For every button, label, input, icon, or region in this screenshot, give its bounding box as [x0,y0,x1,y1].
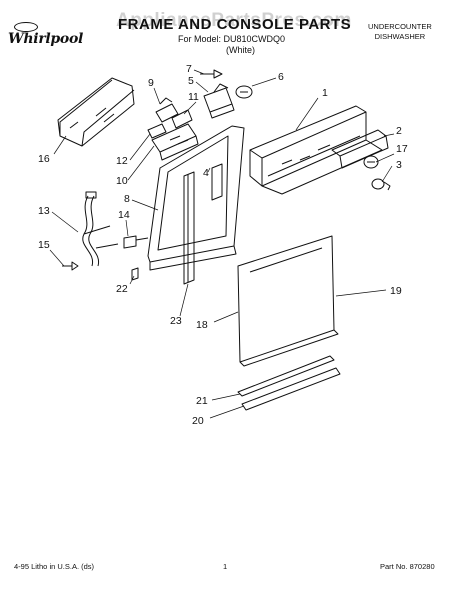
part-16-top-bracket [57,77,135,147]
part-6-knob [235,85,253,99]
leader-lines [49,69,395,419]
product-type-line2: DISHWASHER [374,32,426,41]
callout-1: 1 [322,87,328,99]
part-11-switch [171,109,193,129]
product-type-line1: UNDERCOUNTER [368,22,432,31]
callout-15: 15 [38,239,50,251]
product-type: UNDERCOUNTER DISHWASHER [368,22,432,42]
callout-8: 8 [124,193,130,205]
callout-11: 11 [188,91,199,103]
callout-10: 10 [116,175,128,187]
part-8-door-frame [147,125,245,271]
part-22-clip [131,267,139,281]
part-4-label [211,163,223,201]
callout-6: 6 [278,71,284,83]
callout-2: 2 [396,125,402,137]
part-1-console-panel [249,105,383,195]
footer-litho: 4-95 Litho in U.S.A. (ds) [14,562,95,571]
callout-18: 18 [196,319,208,331]
callout-3: 3 [396,159,402,171]
part-3-knob [371,178,391,191]
callout-22: 22 [116,283,128,295]
brand-name: Whirlpool [8,31,83,47]
part-10-switch-holder [151,123,199,161]
part-15-screw [62,261,79,271]
callout-23: 23 [170,315,182,327]
color-line: (White) [226,45,255,55]
part-7-screw [200,69,223,79]
callout-9: 9 [148,77,154,89]
part-14-switch [123,235,149,249]
part-21-trim [237,355,335,397]
whirlpool-logo: Whirlpool [8,22,86,48]
footer-part-number: Part No. 870280 [380,562,435,571]
model-line: For Model: DU810CWDQ0 [178,34,286,44]
callout-17: 17 [396,143,408,155]
callout-7: 7 [186,63,192,75]
part-13-wire-harness [82,191,119,267]
part-9-switch [155,97,179,123]
part-20-trim [241,367,341,411]
callout-5: 5 [188,75,194,87]
footer-page-number: 1 [223,562,228,571]
part-2-overlay [331,129,389,169]
callout-14: 14 [118,209,130,221]
callout-12: 12 [116,155,128,167]
part-5-latch [203,83,235,119]
logo-swirl-icon [14,22,38,32]
callout-20: 20 [192,415,204,427]
callout-21: 21 [196,395,208,407]
part-23-strip [183,171,195,285]
watermark: AppliancePartsPros.com [116,10,352,31]
callout-4: 4 [203,167,209,179]
callout-19: 19 [390,285,402,297]
part-12-bracket [147,123,167,139]
part-19-door-panel [237,235,339,367]
callout-13: 13 [38,205,50,217]
page-title: FRAME AND CONSOLE PARTS [118,16,352,33]
callout-16: 16 [38,153,50,165]
part-17-knob [363,155,379,169]
